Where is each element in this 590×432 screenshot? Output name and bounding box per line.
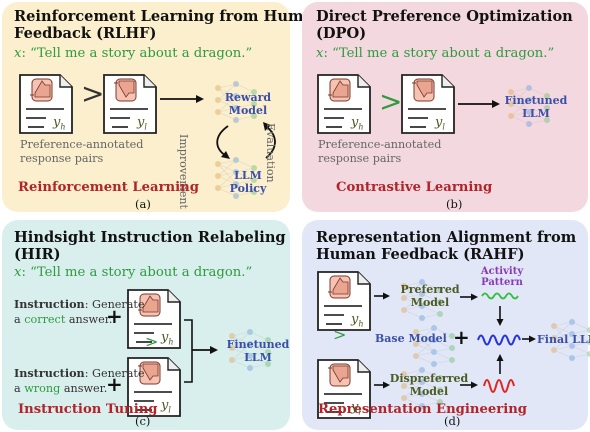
rlhf-prompt: x: “Tell me a story about a dragon.” <box>14 46 253 61</box>
rlhf-title-line2: Feedback (RLHF) <box>14 25 157 42</box>
dpo-note-line2: response pairs <box>318 152 402 165</box>
dpo-note-line1: Preference-annotated <box>318 138 442 151</box>
rahf-base-model-label: Base Model <box>375 332 447 345</box>
rahf-arrow-green-down <box>496 306 504 326</box>
dpo-yl-label: yl <box>435 115 445 132</box>
hir-bracket <box>184 319 193 383</box>
rahf-arrow-doc1-to-preferred <box>374 292 390 300</box>
hir-arrow-to-model <box>192 346 218 354</box>
dpo-method-label: Contrastive Learning <box>336 180 493 195</box>
hir-caption: (c) <box>135 414 151 428</box>
rahf-gt: > <box>333 325 347 344</box>
dpo-arrow-to-model <box>458 100 500 108</box>
hir-gt: > <box>145 332 159 351</box>
hir-plus-1: + <box>106 304 123 328</box>
rahf-arrow-red-up <box>496 354 504 374</box>
dpo-yh-label: yh <box>351 115 364 132</box>
hir-plus-2: + <box>106 372 123 396</box>
rahf-title-line2: Human Feedback (RAHF) <box>316 246 525 263</box>
hir-prompt: x: “Tell me a story about a dragon.” <box>14 265 253 280</box>
rlhf-note-line1: Preference-annotated <box>20 138 144 151</box>
rahf-blue-activity-wave <box>477 334 521 346</box>
dpo-title-line1: Direct Preference Optimization <box>316 8 573 25</box>
hir-yh-label: yh <box>161 330 174 347</box>
hir-method-label: Instruction Tuning <box>18 402 158 417</box>
rlhf-title-line1: Reinforcement Learning from Human <box>14 8 324 25</box>
rahf-arrow-to-final <box>522 335 536 343</box>
rahf-green-activity-wave <box>481 292 519 300</box>
hir-title-line2: (HIR) <box>14 246 61 263</box>
rahf-yl-label: yl <box>351 400 361 417</box>
rahf-method-label: Representation Engineering <box>318 402 528 417</box>
rahf-arrow-preferred-to-wave <box>460 293 478 301</box>
dpo-gt: > <box>379 85 403 118</box>
rahf-plus: + <box>453 325 470 349</box>
hir-yl-label: yl <box>161 398 171 415</box>
rahf-yh-label: yh <box>351 312 364 329</box>
rahf-red-activity-wave <box>483 379 515 393</box>
hir-title-line1: Hindsight Instruction Relabeling <box>14 229 286 246</box>
rlhf-evaluation-arrow <box>263 122 276 159</box>
rahf-caption: (d) <box>444 414 461 428</box>
rahf-title-line1: Representation Alignment from <box>316 229 577 246</box>
dpo-prompt: x: “Tell me a story about a dragon.” <box>316 46 555 61</box>
rlhf-caption: (a) <box>135 197 151 211</box>
dpo-title-line2: (DPO) <box>316 25 367 42</box>
rahf-arrow-doc2-to-dispreferred <box>374 381 390 389</box>
rlhf-note-line2: response pairs <box>20 152 104 165</box>
rlhf-arrow-to-reward <box>160 95 204 103</box>
rlhf-yl-label: yl <box>137 115 147 132</box>
rahf-arrow-dispreferred-to-wave <box>460 381 478 389</box>
dpo-caption: (b) <box>446 197 463 211</box>
rlhf-improvement-arrow <box>216 125 230 159</box>
rahf-final-llm-label: Final LLM <box>537 333 590 346</box>
rlhf-method-label: Reinforcement Learning <box>18 180 199 195</box>
rlhf-yh-label: yh <box>53 115 66 132</box>
